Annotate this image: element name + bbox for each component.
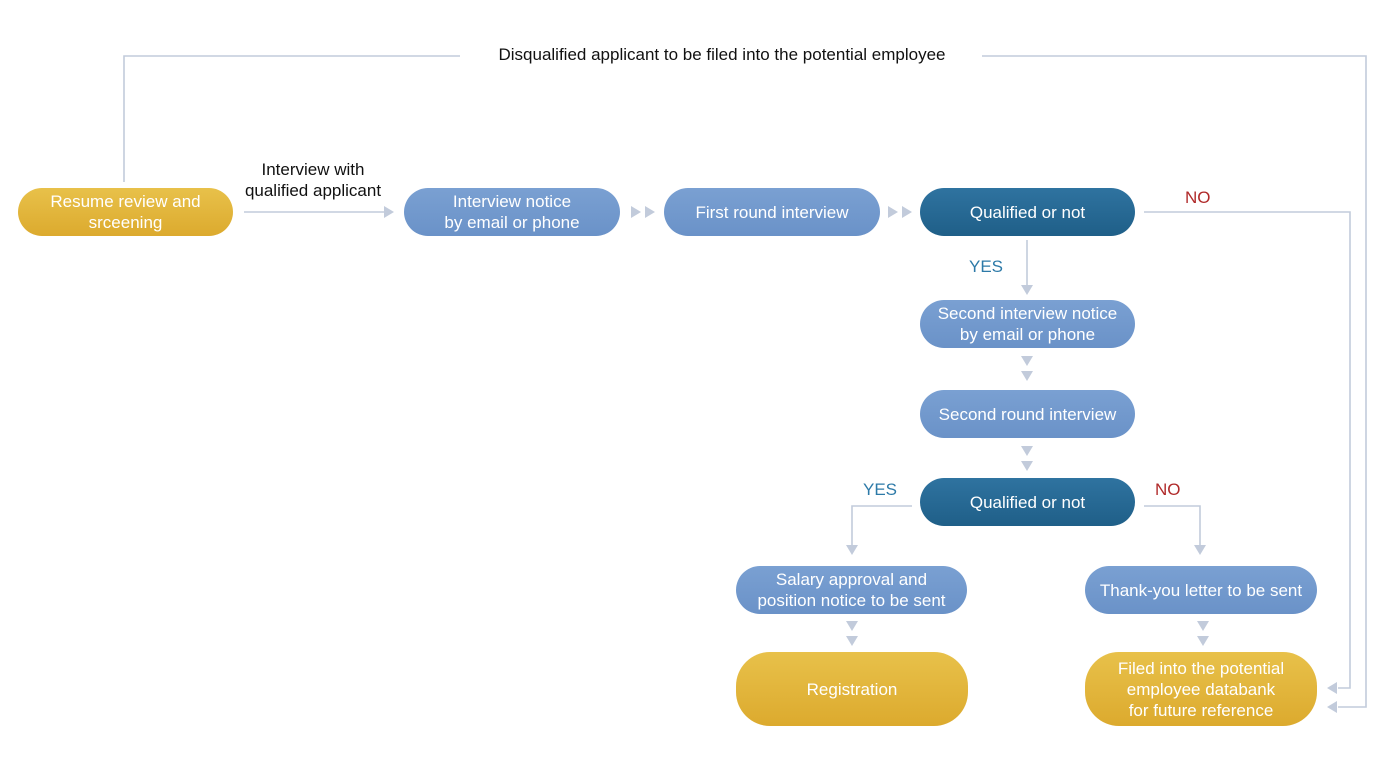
- qualified-decision-2-node: Qualified or not: [920, 478, 1135, 526]
- interview-with-label: Interview with qualified applicant: [244, 160, 382, 200]
- resume-review-node: Resume review and srceening: [18, 188, 233, 236]
- arrowhead: [888, 206, 898, 218]
- arrowhead: [645, 206, 655, 218]
- arrowhead: [846, 621, 858, 631]
- loop-line-right: [982, 55, 1367, 708]
- arrowhead: [846, 545, 858, 555]
- arrowhead: [902, 206, 912, 218]
- salary-approval-node: Salary approval and position notice to b…: [736, 566, 967, 614]
- arrowhead: [1021, 371, 1033, 381]
- arrowhead: [1197, 621, 1209, 631]
- yes-label-2: YES: [863, 480, 898, 499]
- interview-notice-node: Interview notice by email or phone: [404, 188, 620, 236]
- top-loop-label: Disqualified applicant to be filed into …: [498, 45, 946, 64]
- first-round-interview-node: First round interview: [664, 188, 880, 236]
- arrowhead: [1194, 545, 1206, 555]
- arrowhead: [384, 206, 394, 218]
- arrowhead: [631, 206, 641, 218]
- no-label-1: NO: [1185, 188, 1211, 207]
- arrowhead: [1197, 636, 1209, 646]
- second-interview-notice-node: Second interview notice by email or phon…: [920, 300, 1135, 348]
- qualified-decision-1-node: Qualified or not: [920, 188, 1135, 236]
- loop-line-left: [123, 55, 460, 182]
- arrowhead: [846, 636, 858, 646]
- no-line-1: [1144, 211, 1351, 689]
- yes-line-2: [851, 505, 912, 546]
- arrowhead: [1327, 682, 1337, 694]
- arrowhead: [1021, 446, 1033, 456]
- second-round-interview-node: Second round interview: [920, 390, 1135, 438]
- arrowhead: [1021, 461, 1033, 471]
- no-line-2: [1144, 505, 1201, 546]
- thank-you-letter-node: Thank-you letter to be sent: [1085, 566, 1317, 614]
- registration-node: Registration: [736, 652, 968, 726]
- arrowhead: [1021, 285, 1033, 295]
- filed-databank-node: Filed into the potential employee databa…: [1085, 652, 1317, 726]
- yes-label-1: YES: [969, 257, 1004, 276]
- arrowhead: [1327, 701, 1337, 713]
- arrowhead: [1021, 356, 1033, 366]
- no-label-2: NO: [1155, 480, 1181, 499]
